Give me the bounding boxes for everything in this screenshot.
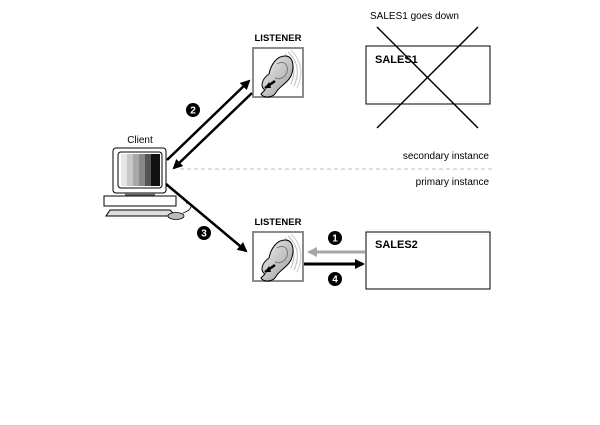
client-label: Client [127, 135, 153, 146]
svg-text:4: 4 [332, 275, 338, 286]
down-cross-line-2 [376, 26, 479, 129]
svg-text:3: 3 [201, 229, 207, 240]
arrow-step-2-response [172, 92, 253, 170]
sales1-status-label: SALES1 goes down [370, 11, 459, 22]
computer-icon [103, 147, 192, 220]
client-computer[interactable]: Client [103, 135, 192, 220]
sales2-label: SALES2 [375, 239, 418, 251]
listener-primary[interactable]: LISTENER [252, 217, 304, 283]
arrow-step-3 [165, 183, 248, 253]
step-badge-3: 3 [197, 226, 211, 240]
secondary-instance-label: secondary instance [403, 151, 490, 162]
svg-text:2: 2 [190, 106, 196, 117]
step-badge-1: 1 [328, 231, 342, 245]
sales1-box [365, 45, 491, 105]
step-badge-2: 2 [186, 103, 200, 117]
sales1-label: SALES1 [375, 54, 418, 66]
sales1-instance[interactable]: SALES1 goes down SALES1 [365, 11, 491, 129]
listener-secondary-label: LISTENER [255, 33, 302, 44]
sales2-box [365, 231, 491, 290]
step-badge-4: 4 [328, 272, 342, 286]
listener-secondary[interactable]: LISTENER [252, 33, 304, 99]
svg-text:1: 1 [332, 234, 338, 245]
listener-primary-label: LISTENER [255, 217, 302, 228]
primary-instance-label: primary instance [416, 177, 490, 188]
sales2-instance[interactable]: SALES2 [365, 231, 491, 290]
arrow-step-2-request [166, 79, 251, 161]
